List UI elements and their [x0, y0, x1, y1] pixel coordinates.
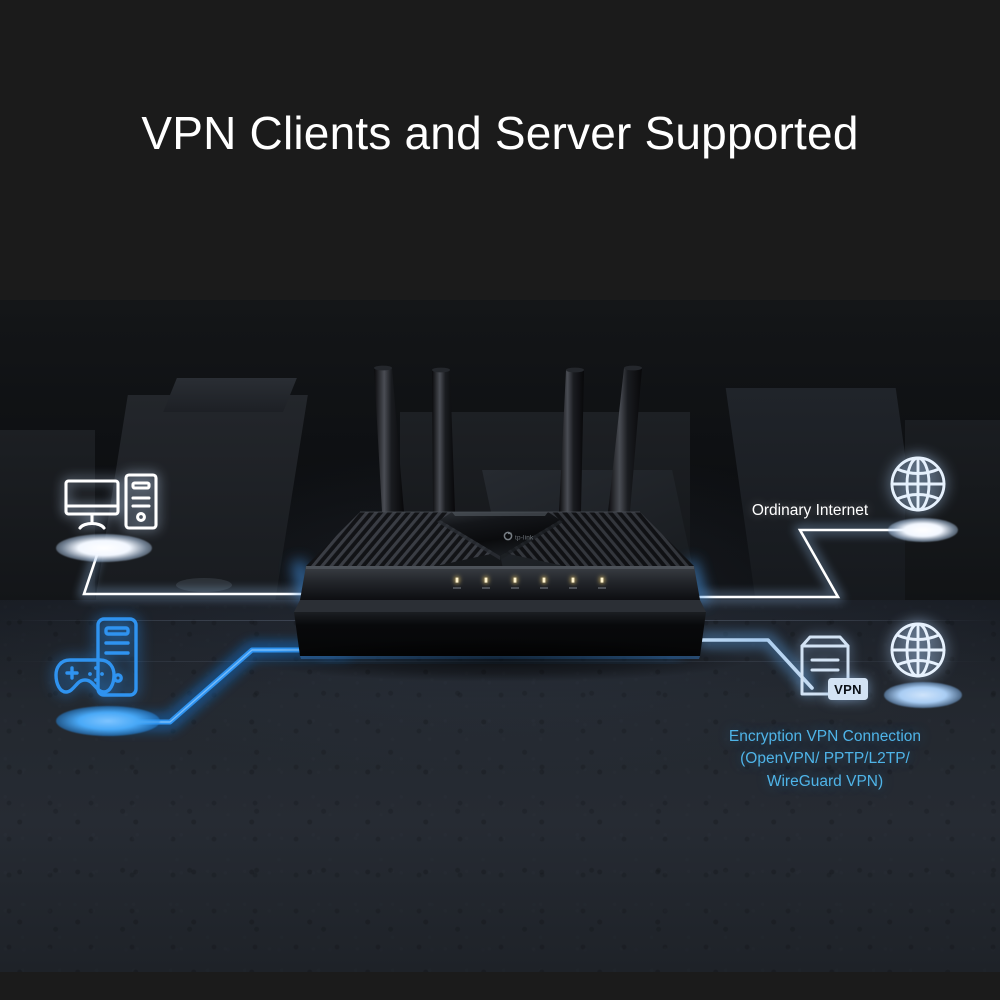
tp-link-logo: tp-link: [503, 531, 534, 541]
router-antennas: [374, 365, 642, 512]
label-vpn-line-3: WireGuard VPN): [766, 772, 884, 790]
desktop-pc-glow-pad: [56, 534, 152, 562]
vpn-badge-label: VPN: [834, 681, 862, 697]
vpn-badge-label-wrap: VPN: [828, 678, 868, 700]
router-contact-shadow: [250, 638, 750, 682]
node-vpn-server[interactable]: VPN: [796, 632, 870, 708]
label-vpn-line-2: (OpenVPN/ PPTP/L2TP/: [740, 750, 910, 768]
label-encryption-vpn-connection: Encryption VPN Connection (OpenVPN/ PPTP…: [688, 726, 962, 793]
globe-icon: [890, 622, 946, 678]
game-console-gamepad-icon: [54, 617, 138, 697]
ordinary-internet-glow-pad: [888, 518, 958, 542]
background-bottom-band: [0, 972, 1000, 1000]
background-upper-wall: [0, 0, 1000, 312]
connection-line-globe-to-router: [698, 526, 918, 601]
svg-text:tp-link: tp-link: [515, 534, 534, 541]
server-vpn-icon: [800, 635, 868, 700]
node-ordinary-internet-globe[interactable]: [886, 452, 950, 516]
page-title: VPN Clients and Server Supported: [141, 107, 859, 159]
background-furniture-silhouette: [0, 430, 95, 620]
label-vpn-line-1: Encryption VPN Connection: [728, 728, 922, 745]
desktop-computer-icon: [64, 473, 158, 530]
background-decor-knob: [176, 578, 232, 592]
globe-icon: [890, 456, 946, 512]
router-led-indicators: [453, 577, 606, 589]
node-desktop-pc[interactable]: [58, 472, 166, 534]
label-ordinary-internet: Ordinary Internet: [751, 502, 869, 519]
vpn-internet-glow-pad: [884, 682, 962, 708]
connection-line-router-to-vpn-server: [698, 634, 817, 692]
node-vpn-internet-globe[interactable]: [886, 618, 950, 682]
gaming-pc-glow-pad: [56, 706, 160, 736]
vpn-badge: [828, 678, 868, 700]
router-front-face: [300, 566, 700, 600]
node-gaming-pc[interactable]: [52, 612, 172, 712]
connection-line-desktop-to-router: [79, 544, 332, 598]
